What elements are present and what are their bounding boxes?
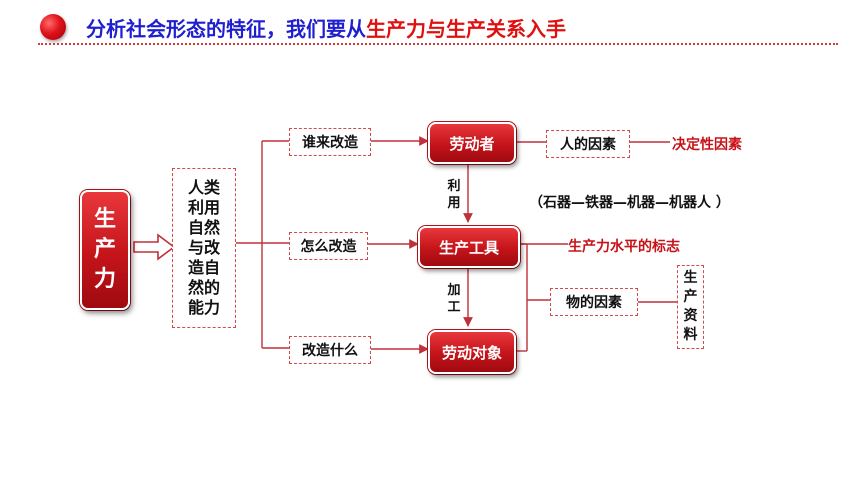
edge-use-label: 利用 — [447, 179, 461, 211]
question-how-box: 怎么改造 — [289, 232, 368, 260]
material-factor-label: 物的因素 — [566, 295, 622, 311]
question-how-label: 怎么改造 — [300, 239, 357, 255]
node-object-label: 劳动对象 — [441, 343, 502, 362]
productivity-root-label: 生产力 — [93, 207, 116, 292]
human-factor-box: 人的因素 — [546, 130, 630, 158]
productivity-root-box: 生产力 — [80, 190, 130, 310]
node-tools-label: 生产工具 — [438, 238, 499, 257]
node-labourer-label: 劳动者 — [449, 134, 495, 153]
tools-sequence-label: （石器—铁器—机器—机器人 ） — [529, 195, 730, 211]
question-what-label: 改造什么 — [302, 343, 358, 359]
edge-process-label: 加工 — [447, 283, 461, 315]
ability-box: 人类利用自然与改造自然的能力 — [172, 168, 236, 328]
node-tools: 生产工具 — [418, 226, 520, 268]
page-title: 分析社会形态的特征，我们要从生产力与生产关系入手 — [86, 13, 566, 42]
title-highlight: 生产力与生产关系入手 — [366, 17, 566, 41]
human-factor-label: 人的因素 — [560, 137, 616, 153]
question-who-box: 谁来改造 — [289, 128, 371, 156]
means-of-production-box: 生产资料 — [677, 265, 704, 349]
title-bullet-icon — [40, 14, 66, 40]
title-divider — [38, 43, 838, 45]
node-object: 劳动对象 — [428, 330, 516, 374]
decisive-factor-label: 决定性因素 — [672, 137, 742, 153]
node-labourer: 劳动者 — [428, 122, 516, 164]
title-prefix: 分析社会形态的特征，我们要从 — [86, 17, 366, 41]
productivity-mark-label: 生产力水平的标志 — [568, 239, 680, 255]
ability-label: 人类利用自然与改造自然的能力 — [187, 178, 220, 317]
means-of-production-label: 生产资料 — [683, 270, 698, 343]
material-factor-box: 物的因素 — [550, 288, 638, 316]
question-what-box: 改造什么 — [289, 336, 371, 364]
question-who-label: 谁来改造 — [302, 135, 358, 151]
